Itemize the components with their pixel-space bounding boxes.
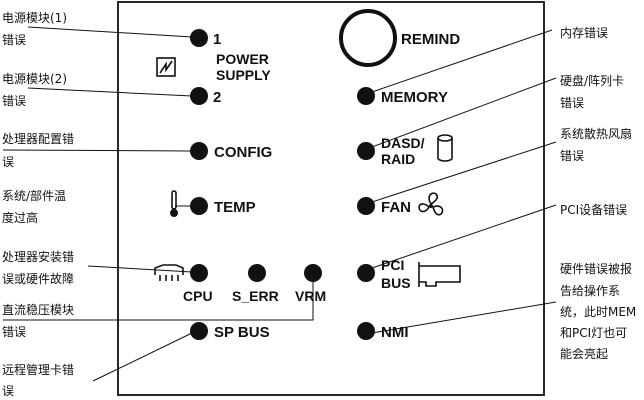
callout-temp-line1: 系统/部件温: [2, 188, 66, 203]
callout-nmi-line1: 硬件错误被报: [560, 261, 632, 276]
callout-dasd-line2: 错误: [560, 96, 584, 110]
callout-vrm-line1: 直流稳压模块: [2, 302, 74, 317]
callout-cpu-line1: 处理器安装错: [2, 249, 74, 264]
callout-config-line1: 处理器配置错: [2, 132, 74, 146]
sp-bus-label: SP BUS: [214, 324, 270, 341]
callout-nmi-line2: 告给操作系: [560, 283, 620, 298]
disk-cylinder-icon: [437, 134, 453, 162]
callout-nmi-line3: 统，此时MEM: [560, 305, 636, 319]
callout-fan-line2: 错误: [560, 149, 584, 163]
led-power-supply-1: [190, 29, 208, 47]
right-leader-lines: [371, 29, 557, 334]
led-vrm: [304, 264, 322, 282]
callout-psu1-line1: 电源模块(1): [2, 11, 67, 25]
callout-dasd-line1: 硬盘/阵列卡: [560, 73, 624, 88]
callout-memory-line1: 内存错误: [560, 26, 608, 40]
led-fan: [357, 197, 375, 215]
pci-label-line2: BUS: [381, 275, 411, 291]
led-dasd-raid: [357, 142, 375, 160]
psu1-number: 1: [213, 31, 221, 48]
callout-vrm-line2: 错误: [2, 325, 26, 339]
memory-label: MEMORY: [381, 89, 448, 106]
callout-pci-line1: PCI设备错误: [560, 203, 627, 217]
psu2-number: 2: [213, 89, 221, 106]
callout-config-line2: 误: [2, 155, 14, 169]
dasd-label-line2: RAID: [381, 151, 415, 167]
remind-label: REMIND: [401, 31, 460, 48]
left-leader-lines: [2, 26, 314, 382]
remind-ring: [339, 9, 397, 67]
callout-fan-line1: 系统散热风扇: [560, 126, 632, 141]
callout-temp-line2: 度过高: [2, 210, 38, 225]
callout-sp-bus-line2: 误: [2, 384, 14, 398]
led-sp-bus: [190, 322, 208, 340]
callout-cpu-line2: 误或硬件故障: [2, 271, 74, 286]
led-cpu: [190, 264, 208, 282]
led-memory: [357, 87, 375, 105]
fan-label: FAN: [381, 199, 411, 216]
thermometer-icon: [170, 190, 178, 217]
callout-nmi-line5: 能会亮起: [560, 346, 608, 361]
vrm-label: VRM: [295, 288, 326, 304]
nmi-label: NMI: [381, 324, 409, 341]
led-config: [190, 142, 208, 160]
led-s-err: [248, 264, 266, 282]
light-path-panel: [117, 1, 545, 396]
led-power-supply-2: [190, 87, 208, 105]
power-supply-title-line2: SUPPLY: [216, 67, 271, 83]
power-supply-icon: [156, 57, 176, 77]
pci-label-line1: PCI: [381, 257, 404, 273]
callout-nmi-line4: 和PCI灯也可: [560, 326, 627, 340]
dasd-label-line1: DASD/: [381, 135, 425, 151]
led-temp: [190, 197, 208, 215]
pci-card-icon: [418, 262, 461, 287]
callout-sp-bus-line1: 远程管理卡错: [2, 362, 74, 377]
power-supply-title-line1: POWER: [216, 51, 269, 67]
callout-psu2-line2: 错误: [2, 94, 26, 108]
temp-label: TEMP: [214, 199, 256, 216]
cpu-label: CPU: [183, 288, 213, 304]
callout-psu1-line2: 错误: [2, 33, 26, 47]
callout-psu2-line1: 电源模块(2): [2, 72, 67, 86]
led-pci-bus: [357, 264, 375, 282]
led-nmi: [357, 322, 375, 340]
cpu-chip-icon: [154, 264, 184, 281]
fan-icon: [418, 192, 444, 216]
config-label: CONFIG: [214, 144, 272, 161]
s-err-label: S_ERR: [232, 288, 279, 304]
